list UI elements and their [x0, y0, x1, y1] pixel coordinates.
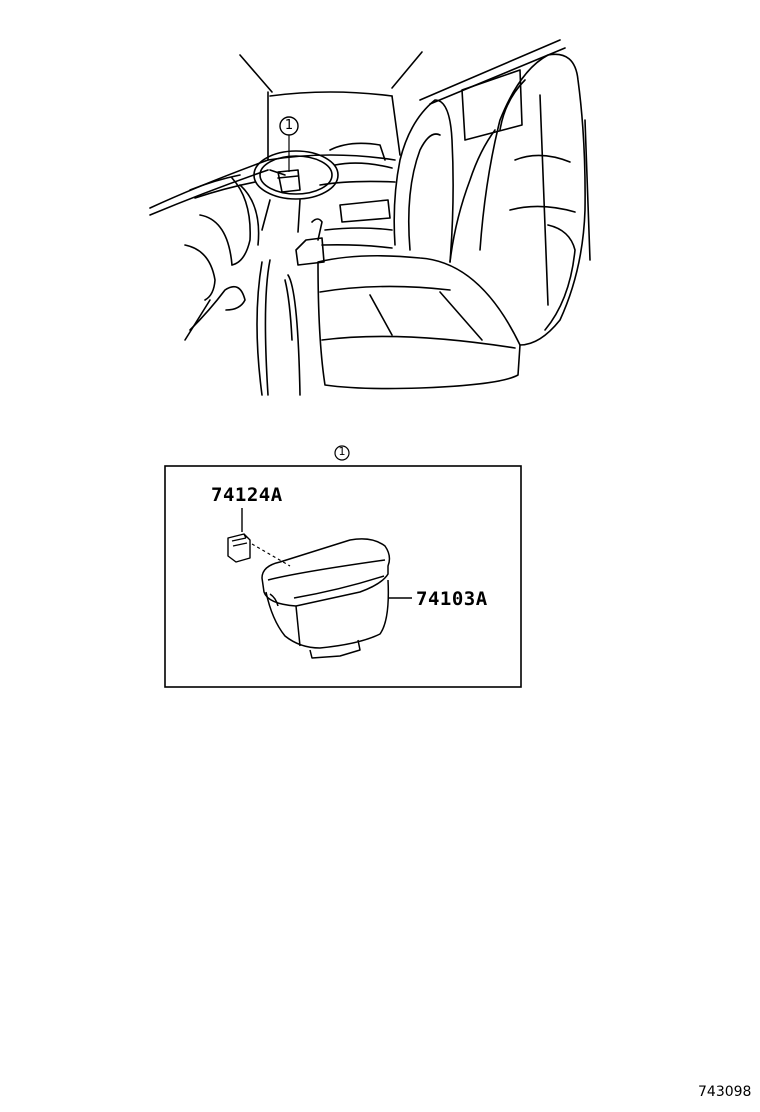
detail-callout-number: 1 [338, 445, 346, 458]
overview-callout-number: 1 [284, 118, 294, 133]
console-bin-drawing [261, 538, 412, 659]
part-label-74124A: 74124A [211, 484, 283, 506]
clip-part-drawing [227, 508, 251, 563]
part-label-74103A: 74103A [416, 588, 488, 610]
detail-callout-circle [334, 445, 350, 461]
diagram-id: 743098 [698, 1084, 752, 1100]
detail-frame [164, 465, 522, 688]
